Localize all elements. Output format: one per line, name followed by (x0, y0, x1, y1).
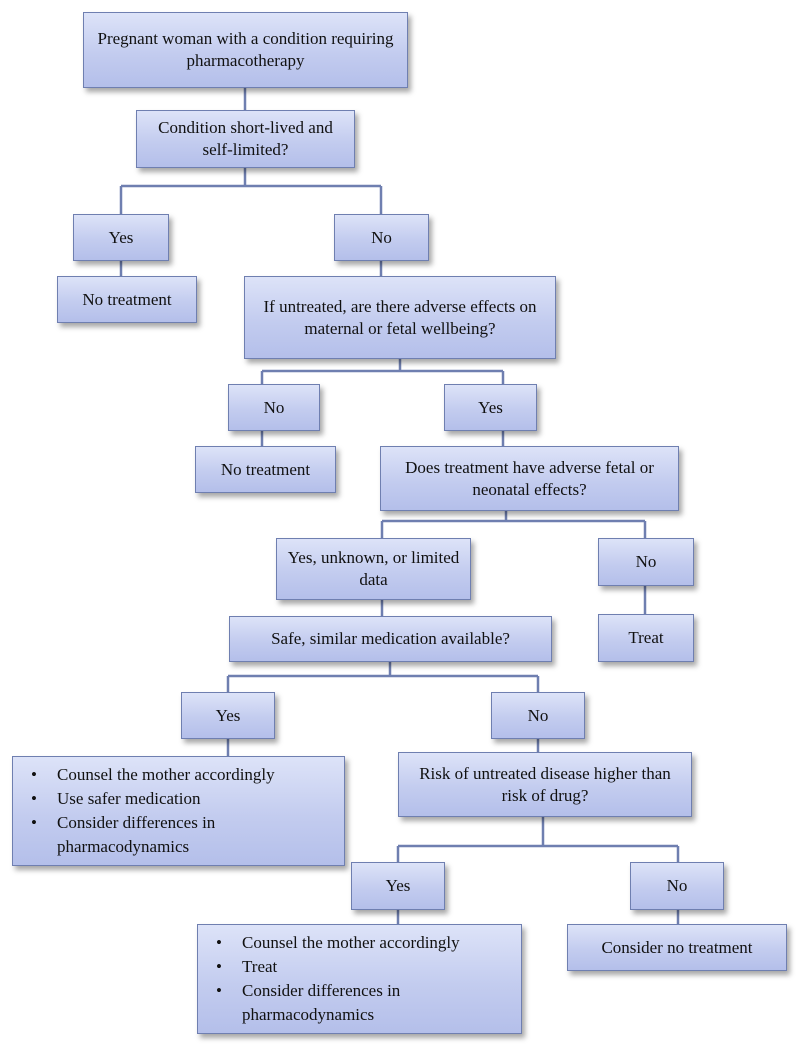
q4-no-label: No (527, 705, 549, 725)
start-node: Pregnant woman with a condition requirin… (83, 12, 408, 88)
q3-yes-label: Yes, unknown, or limited data (287, 548, 460, 589)
start-node-label: Pregnant woman with a condition requirin… (97, 29, 394, 70)
q1-yes-node: Yes (73, 214, 169, 261)
q3-no-label: No (635, 552, 657, 571)
q5-decision-label: Risk of untreated disease higher than ri… (419, 763, 671, 805)
q1-no-node: No (334, 214, 429, 261)
q3-no-node: No (598, 538, 694, 586)
q5-no-node: No (630, 862, 724, 910)
q4-yes-node: Yes (181, 692, 275, 739)
q2-yes-node: Yes (444, 384, 537, 431)
q5-yes-node: Yes (351, 862, 445, 910)
q5-yes-result-item: Treat (214, 955, 509, 979)
q4-decision-node: Safe, similar medication available? (229, 616, 552, 662)
q4-yes-result-item: Use safer medication (29, 787, 332, 811)
q1-yes-result-node: No treatment (57, 276, 197, 323)
q3-yes-node: Yes, unknown, or limited data (276, 538, 471, 600)
q3-no-result-label: Treat (628, 628, 664, 647)
q4-yes-label: Yes (215, 705, 241, 725)
q4-yes-result-item: Counsel the mother accordingly (29, 763, 332, 787)
q1-yes-result-label: No treatment (82, 289, 172, 309)
q4-yes-result-item: Consider differences in pharmacodynamics (29, 811, 332, 859)
q4-decision-label: Safe, similar medication available? (271, 629, 510, 648)
q5-no-result-label: Consider no treatment (601, 937, 753, 957)
q2-no-label: No (263, 397, 285, 417)
q1-decision-label: Condition short-lived and self-limited? (158, 118, 333, 159)
q3-decision-label: Does treatment have adverse fetal or neo… (405, 457, 654, 499)
q5-yes-result-item: Counsel the mother accordingly (214, 931, 509, 955)
q5-yes-result-item: Consider differences in pharmacodynamics (214, 979, 509, 1027)
q2-no-result-label: No treatment (220, 459, 311, 479)
q5-yes-label: Yes (385, 876, 411, 895)
q2-decision-label: If untreated, are there adverse effects … (263, 296, 537, 338)
q5-yes-result-list: Counsel the mother accordingly Treat Con… (214, 931, 509, 1027)
q5-no-result-node: Consider no treatment (567, 924, 787, 971)
q4-yes-result-node: Counsel the mother accordingly Use safer… (12, 756, 345, 866)
q5-no-label: No (666, 876, 688, 895)
q3-no-result-node: Treat (598, 614, 694, 662)
q2-decision-node: If untreated, are there adverse effects … (244, 276, 556, 359)
q2-no-result-node: No treatment (195, 446, 336, 493)
q5-decision-node: Risk of untreated disease higher than ri… (398, 752, 692, 817)
q1-decision-node: Condition short-lived and self-limited? (136, 110, 355, 168)
q4-yes-result-list: Counsel the mother accordingly Use safer… (29, 763, 332, 859)
q1-no-label: No (371, 227, 392, 247)
q2-no-node: No (228, 384, 320, 431)
q5-yes-result-node: Counsel the mother accordingly Treat Con… (197, 924, 522, 1034)
q3-decision-node: Does treatment have adverse fetal or neo… (380, 446, 679, 511)
q4-no-node: No (491, 692, 585, 739)
q2-yes-label: Yes (478, 397, 503, 417)
q1-yes-label: Yes (108, 227, 134, 247)
